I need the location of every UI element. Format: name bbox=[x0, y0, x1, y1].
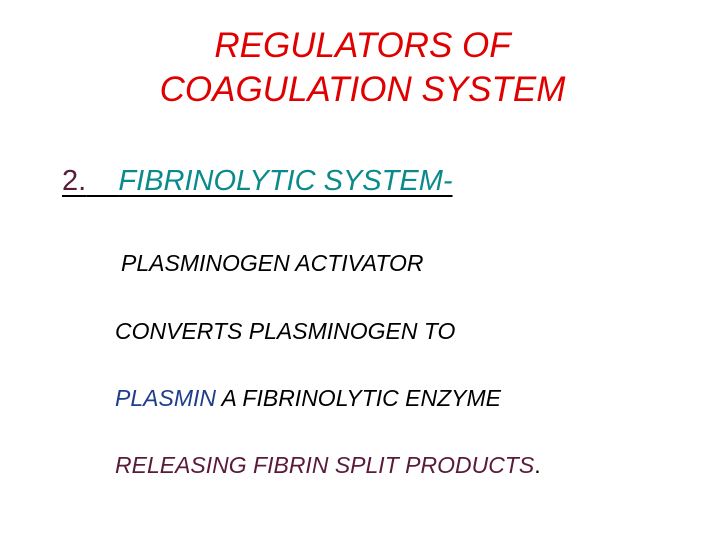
plasmin-term: PLASMIN bbox=[115, 385, 216, 411]
slide-title: REGULATORS OF COAGULATION SYSTEM bbox=[0, 24, 720, 112]
body-line-plasmin: PLASMIN A FIBRINOLYTIC ENZYME bbox=[115, 384, 501, 412]
body-line-converts: CONVERTS PLASMINOGEN TO bbox=[115, 318, 456, 344]
heading-text: FIBRINOLYTIC SYSTEM- bbox=[118, 165, 453, 197]
releasing-period: . bbox=[534, 452, 541, 478]
releasing-text: RELEASING FIBRIN SPLIT PRODUCTS bbox=[115, 452, 535, 478]
body-line-plasminogen-activator: PLASMINOGEN ACTIVATOR bbox=[121, 250, 424, 276]
title-line-1: REGULATORS OF bbox=[214, 26, 511, 65]
body-line-releasing: RELEASING FIBRIN SPLIT PRODUCTS. bbox=[115, 451, 541, 479]
title-line-2: COAGULATION SYSTEM bbox=[159, 70, 566, 109]
section-heading: 2. FIBRINOLYTIC SYSTEM- bbox=[62, 164, 453, 198]
heading-number: 2. bbox=[62, 165, 87, 197]
plasmin-description: A FIBRINOLYTIC ENZYME bbox=[221, 385, 501, 411]
